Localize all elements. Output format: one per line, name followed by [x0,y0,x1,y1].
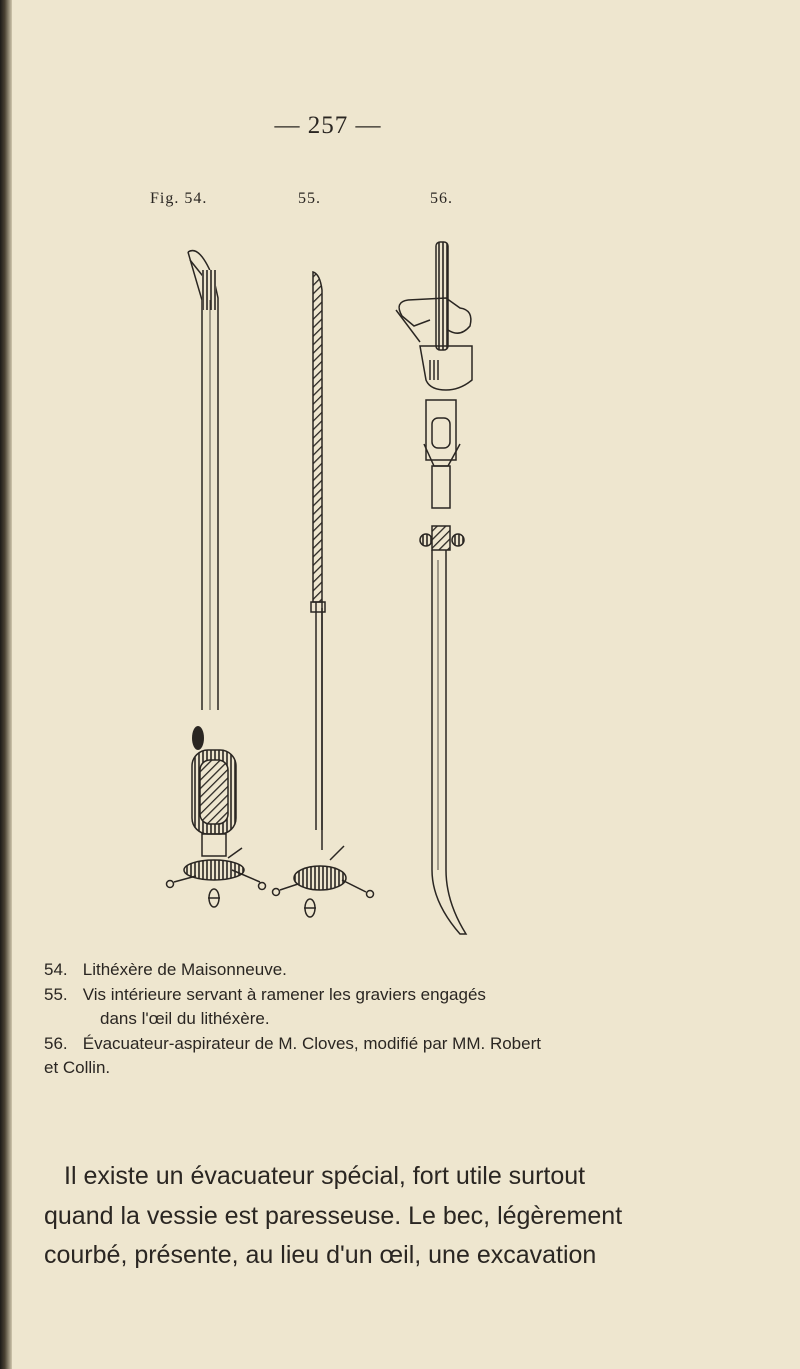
caption-text-56: Évacuateur-aspirateur de M. Cloves, modi… [82,1033,541,1053]
instrument-55-screw [271,271,375,918]
caption-number-55: 55. [44,984,68,1004]
body-line-3: courbé, présente, au lieu d'un œil, une … [44,1241,597,1269]
body-line-1: Il existe un évacuateur spécial, fort ut… [64,1162,586,1190]
figure-labels: Fig. 54. 55. 56. [0,190,800,214]
instrument-illustration [130,230,530,940]
caption-number-54: 54. [44,960,68,979]
page-binding-edge [0,0,12,1369]
caption-56: 56. Évacuateur-aspirateur de M. Cloves, … [44,1032,664,1057]
caption-56-continued: et Collin. [44,1058,111,1077]
figure-label-54: Fig. 54. [150,190,208,207]
instrument-54-lithexere [165,249,267,908]
figure-caption: 54. Lithéxère de Maisonneuve. 55. Vis in… [44,958,664,1081]
caption-text-55: Vis intérieure servant à ramener les gra… [82,984,486,1004]
caption-number-56: 56. [44,1033,68,1053]
body-paragraph: Il existe un évacuateur spécial, fort ut… [44,1157,674,1276]
figure-label-56: 56. [430,190,453,207]
page-number: — 257 — [274,112,382,139]
figure-label-55: 55. [298,190,321,207]
caption-55-continued: dans l'œil du lithéxère. [100,1009,270,1028]
body-line-2: quand la vessie est paresseuse. Le bec, … [44,1201,623,1230]
caption-text-54: Lithéxère de Maisonneuve. [82,960,287,979]
instrument-drawing [165,241,473,935]
instrument-56-evacuator [395,241,473,935]
caption-55: 55. Vis intérieure servant à ramener les… [44,983,664,1008]
caption-54: 54. Lithéxère de Maisonneuve. [44,958,664,983]
